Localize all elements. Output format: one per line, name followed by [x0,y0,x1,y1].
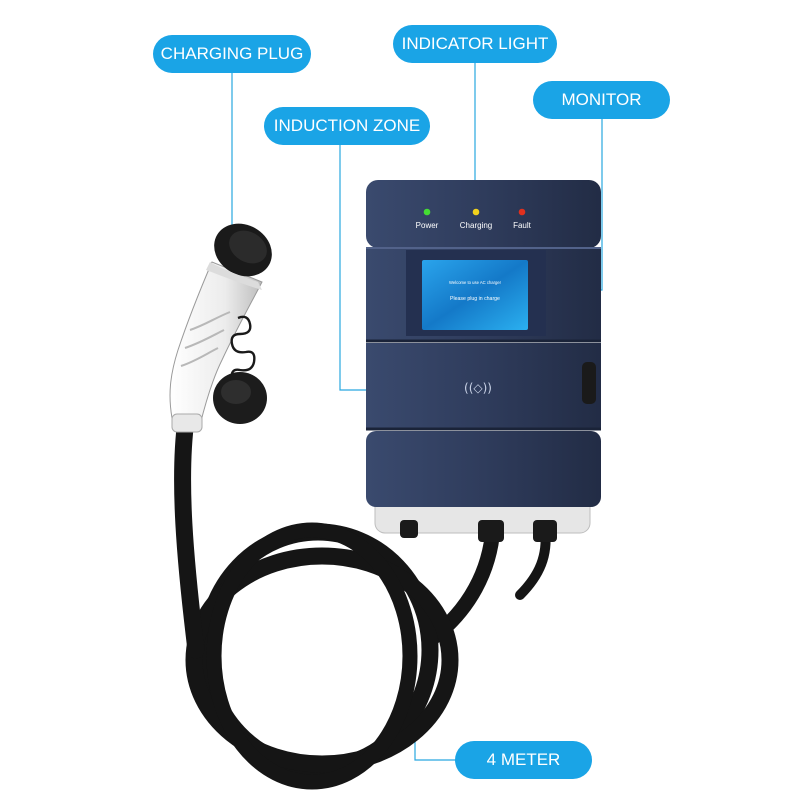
charger-unit: Power Charging Fault Welcome to use AC c… [366,180,601,542]
monitor-screen [422,260,528,330]
screen-line-1: Welcome to use AC charger [449,280,502,285]
led-power [423,208,431,216]
ev-charging-plug-icon [169,223,272,433]
led-fault-label: Fault [513,221,532,230]
callout-indicator-light: INDICATOR LIGHT [393,25,557,63]
led-charging-label: Charging [460,221,492,230]
callout-monitor: MONITOR [533,81,670,119]
screen-line-2: Please plug in charge [450,296,500,302]
led-fault [518,208,526,216]
led-charging [472,208,480,216]
led-power-label: Power [416,221,439,230]
callout-cable-length: 4 METER [455,741,592,779]
callout-induction-zone: INDUCTION ZONE [264,107,430,145]
callout-charging-plug: CHARGING PLUG [153,35,311,73]
rfid-contactless-icon: ((◇)) [464,381,492,395]
